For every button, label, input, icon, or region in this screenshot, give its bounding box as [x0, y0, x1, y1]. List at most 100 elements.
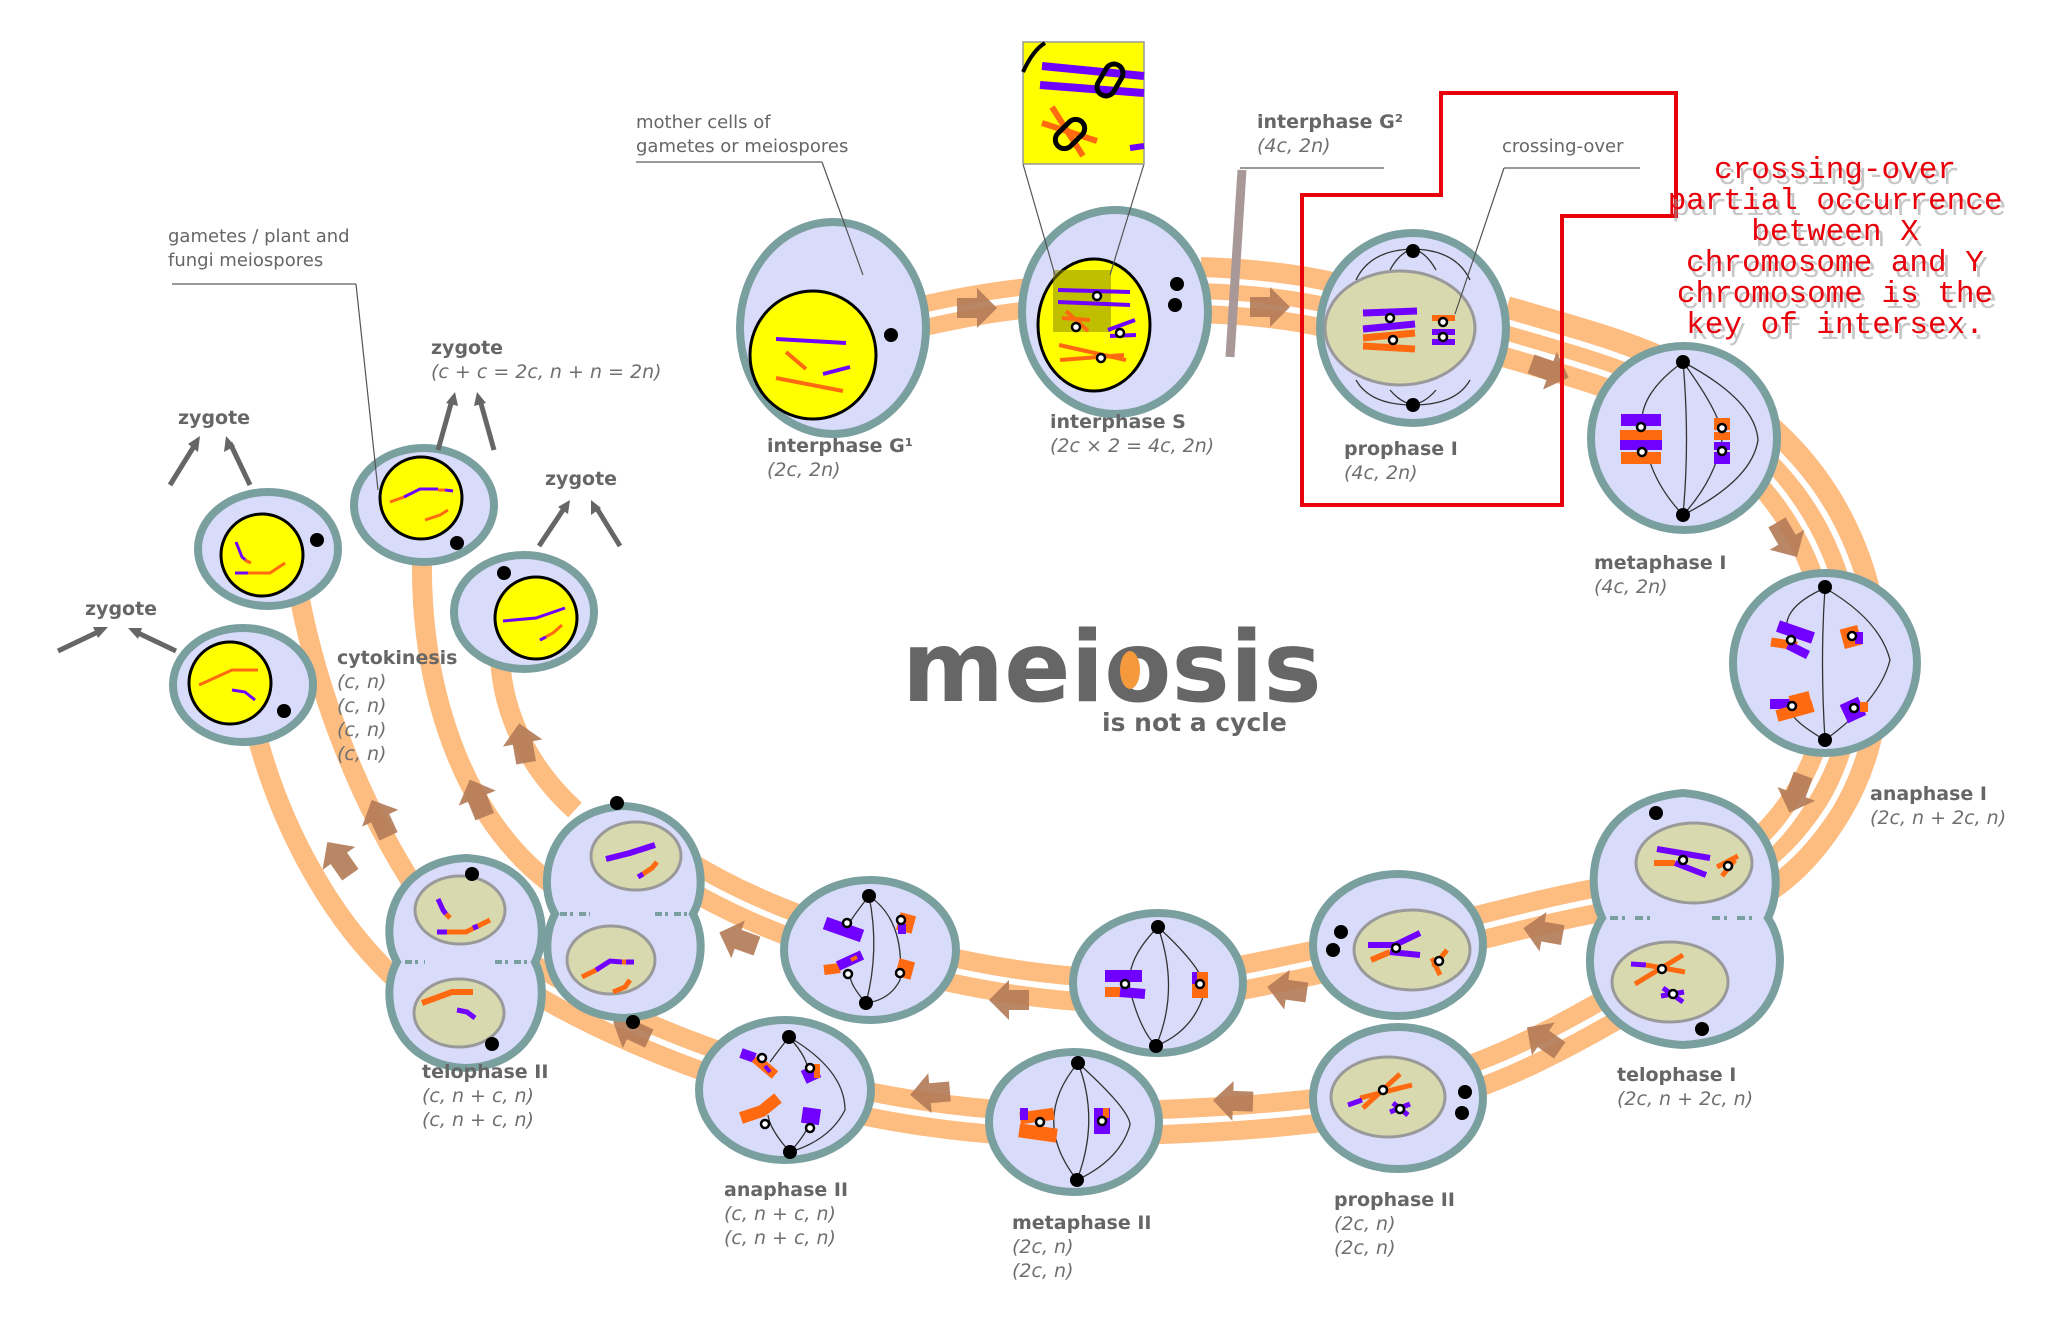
logo-accent-dot [1120, 651, 1140, 689]
label-zygote: zygote [85, 598, 157, 620]
pathway-to-gamete-b [248, 737, 427, 1008]
arrow-up-icon [128, 628, 178, 654]
pathway-to-gamete-d [490, 649, 582, 818]
label-telophase-2: telophase II (c, n + c, n) (c, n + c, n) [422, 1061, 548, 1131]
centrosome [1070, 1173, 1084, 1187]
centrosome [1406, 398, 1420, 412]
svg-text:interphase S: interphase S [1050, 411, 1186, 433]
centrosome [450, 536, 464, 550]
gamete-c[interactable] [350, 444, 498, 566]
meiosis-logo: meiosis is not a cycle [902, 611, 1322, 737]
label-anaphase-2: anaphase II (c, n + c, n) (c, n + c, n) [724, 1179, 848, 1249]
flow-arrow-icon [458, 779, 496, 821]
cell-metaphase-1[interactable] [1587, 342, 1781, 534]
annotation-line: between X [1751, 215, 1919, 250]
label-metaphase-2: metaphase II (2c, n) (2c, n) [1012, 1212, 1152, 1282]
flow-arrow-icon [1213, 1080, 1254, 1121]
centrosome [1326, 943, 1340, 957]
centrosome [1676, 355, 1690, 369]
annotation-mother-cells: mother cells of gametes or meiospores [636, 112, 848, 157]
centrosome [465, 867, 479, 881]
centrosome [1818, 580, 1832, 594]
svg-text:(2c, 2n): (2c, 2n) [767, 459, 841, 481]
centrosome [485, 1037, 499, 1051]
pathway-to-gamete-a [290, 598, 419, 886]
cell-metaphase-2-lower[interactable] [985, 1048, 1163, 1196]
svg-text:partial occurrence: partial occurrence [1672, 190, 2007, 225]
intersex-annotation: crossing-over partial occurrence between… [1668, 153, 2007, 349]
flow-arrow-icon [910, 1073, 951, 1114]
zygote-arrows [56, 392, 623, 654]
cell-telophase-2-left[interactable] [385, 853, 546, 1073]
svg-text:prophase I: prophase I [1344, 438, 1458, 460]
cell-anaphase-2-upper[interactable] [780, 876, 960, 1024]
svg-text:(c, n + c, n): (c, n + c, n) [724, 1227, 836, 1249]
cell-prophase-1[interactable] [1316, 229, 1510, 427]
cell-prophase-2-upper[interactable] [1309, 870, 1487, 1020]
centrosome [782, 1030, 796, 1044]
gamete-a[interactable] [194, 488, 342, 610]
arrow-up-icon [167, 436, 200, 487]
centrosome [1170, 277, 1184, 291]
label-zygote: zygote [178, 407, 250, 429]
flow-arrow-icon [362, 800, 399, 841]
cell-metaphase-2-upper[interactable] [1069, 909, 1247, 1057]
annotation-line: chromosome and Y [1686, 246, 1984, 281]
arrow-up-icon [56, 627, 108, 654]
label-interphase-g1: interphase G¹ (2c, 2n) [767, 435, 913, 481]
annotation-line: partial occurrence [1668, 184, 2003, 219]
cell-telophase-1[interactable] [1586, 788, 1784, 1050]
svg-text:interphase G²: interphase G² [1257, 111, 1403, 133]
label-zygote: zygote (c + c = 2c, n + n = 2n) [431, 337, 662, 383]
centrosome [1149, 1039, 1163, 1053]
g2-marker-bar [1225, 169, 1247, 358]
flow-arrow-icon [1768, 517, 1805, 558]
nucleus [589, 820, 683, 892]
cell-interphase-s[interactable] [1018, 206, 1212, 418]
inset-chromatid-zoom [1021, 41, 1145, 276]
svg-text:(2c, n): (2c, n) [1334, 1213, 1395, 1235]
flow-arrow-icon [1777, 771, 1816, 813]
cell-prophase-2-lower[interactable] [1309, 1023, 1487, 1173]
flow-arrow-icon [1527, 351, 1569, 390]
svg-text:chromosome is the: chromosome is the [1681, 283, 1997, 318]
annotation-line: chromosome is the [1677, 277, 1993, 312]
pathway-gap [1199, 277, 1331, 298]
arrow-up-icon [435, 392, 458, 451]
cell-anaphase-2-lower[interactable] [695, 1016, 875, 1164]
nucleus [1329, 1055, 1447, 1139]
svg-text:(c, n + c, n): (c, n + c, n) [724, 1203, 836, 1225]
pathway-to-gamete-c [411, 559, 566, 899]
centrosome [1649, 806, 1663, 820]
nucleus [1610, 940, 1730, 1024]
centrosome [277, 704, 291, 718]
label-anaphase-1: anaphase I (2c, n + 2c, n) [1870, 783, 2006, 829]
svg-text:(c, n): (c, n) [337, 671, 386, 693]
svg-text:(2c, n + 2c, n): (2c, n + 2c, n) [1617, 1088, 1753, 1110]
logo-title: meiosis [902, 611, 1322, 725]
svg-text:cytokinesis: cytokinesis [337, 647, 457, 669]
svg-text:zygote: zygote [431, 337, 503, 359]
svg-text:zygote: zygote [178, 407, 250, 429]
svg-text:(c + c = 2c, n + n = 2n): (c + c = 2c, n + n = 2n) [431, 361, 662, 383]
cell-telophase-2-right[interactable] [542, 796, 705, 1029]
svg-text:gametes or meiospores: gametes or meiospores [636, 136, 848, 157]
svg-text:(c, n): (c, n) [337, 719, 386, 741]
cell-anaphase-1[interactable] [1729, 569, 1921, 757]
svg-text:(4c, 2n): (4c, 2n) [1257, 135, 1331, 157]
nucleus [413, 874, 507, 946]
flow-arrow-icon [1267, 969, 1309, 1010]
cell-interphase-g1[interactable] [736, 218, 930, 438]
annotation-shadow: crossing-over partial occurrence between… [1672, 159, 2007, 349]
label-zygote: zygote [545, 468, 617, 490]
svg-text:anaphase II: anaphase II [724, 1179, 848, 1201]
highlight-box [1300, 91, 1678, 507]
annotation-line: crossing-over [1714, 153, 1956, 188]
svg-text:(4c, 2n): (4c, 2n) [1594, 576, 1668, 598]
gamete-d[interactable] [450, 551, 598, 673]
centrosome [310, 533, 324, 547]
centrosome [859, 996, 873, 1010]
annotation-gametes: gametes / plant and fungi meiospores [168, 226, 350, 271]
gamete-b[interactable] [169, 624, 317, 746]
svg-text:key of intersex.: key of intersex. [1690, 314, 1988, 349]
